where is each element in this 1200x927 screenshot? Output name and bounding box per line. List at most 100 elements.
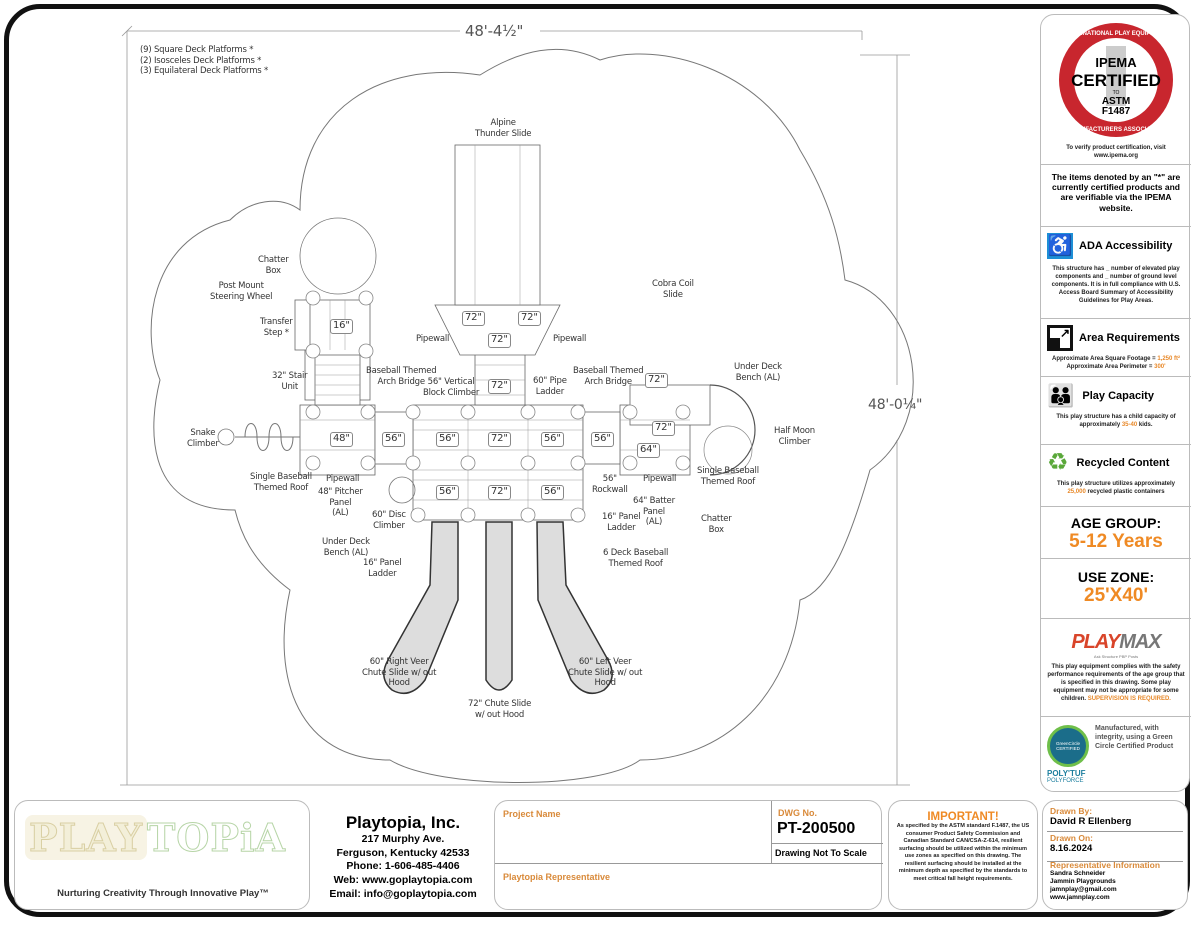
capacity-text: This play structure has a child capacity… (1056, 414, 1176, 429)
label-under-deck-bench-left: Under Deck Bench (AL) (322, 537, 370, 558)
svg-text:INTERNATIONAL PLAY EQUIPMENT: INTERNATIONAL PLAY EQUIPMENT (1065, 31, 1168, 37)
label-panel-ladder-left: 16" Panel Ladder (363, 558, 402, 579)
children-icon: 👪 (1047, 383, 1075, 408)
upper-hex-deck (434, 304, 561, 356)
info-sidebar: IPEMA CERTIFIED TO ASTM F1487 INTERNATIO… (1040, 14, 1191, 793)
representative-field[interactable] (503, 886, 873, 906)
recycled-suffix: recycled plastic containers (1085, 489, 1165, 496)
area-sqft-value: 1,250 ft² (1157, 356, 1180, 362)
main-deck (412, 404, 584, 521)
items-note-text: The items denoted by an "*" are currentl… (1051, 172, 1181, 213)
svg-text:TO: TO (1113, 90, 1120, 96)
important-title: IMPORTANT! (927, 811, 999, 823)
dwg-number: PT-200500 (777, 820, 856, 837)
label-disc-climber: 60" Disc Climber (372, 510, 406, 531)
deck-height-tag: 56" (436, 432, 459, 447)
deck-height-tag: 72" (518, 311, 541, 326)
svg-text:ASTM: ASTM (1102, 96, 1130, 107)
rep-info-website[interactable]: www.jamnplay.com (1050, 894, 1110, 902)
svg-text:F1487: F1487 (1102, 106, 1131, 117)
scale-note: Drawing Not To Scale (775, 848, 867, 858)
label-left-veer-slide: 60" Left Veer Chute Slide w/ out Hood (568, 657, 643, 689)
drawn-info-panel: Drawn By: David R Ellenberg Drawn On: 8.… (1042, 800, 1188, 910)
dwg-label: DWG No. (778, 808, 817, 818)
capacity-suffix: kids. (1137, 422, 1153, 429)
label-under-deck-bench-right: Under Deck Bench (AL) (734, 362, 782, 383)
label-snake-climber: Snake Climber (187, 428, 219, 449)
drawn-on-label: Drawn On: (1050, 833, 1093, 843)
deck-height-tag: 64" (637, 443, 660, 458)
label-chatter-box-right: Chatter Box (701, 514, 732, 535)
area-title: Area Requirements (1079, 332, 1180, 344)
label-pipewall-bottom-right: Pipewall (643, 474, 677, 484)
use-zone-section: USE ZONE: 25'X40' (1041, 559, 1191, 619)
half-moon-deck (629, 384, 711, 426)
deck-height-tag: 72" (488, 379, 511, 394)
deck-height-tag: 72" (652, 421, 675, 436)
label-right-veer-slide: 60" Right Veer Chute Slide w/ out Hood (362, 657, 437, 689)
rep-info-label: Representative Information (1050, 860, 1161, 870)
deck-height-tag: 56" (382, 432, 405, 447)
company-web[interactable]: Web: www.goplaytopia.com (333, 873, 473, 886)
label-chatter-box-top: Chatter Box (258, 255, 289, 276)
label-transfer-step: Transfer Step * (260, 317, 293, 338)
label-pipewall-bottom-left: Pipewall (326, 474, 360, 484)
representative-label: Playtopia Representative (503, 872, 611, 882)
top-dimension: 48'-4½" (465, 22, 524, 40)
label-half-moon: Half Moon Climber (774, 426, 815, 447)
left-veer-slide (536, 521, 613, 695)
company-phone: Phone: 1-606-485-4406 (346, 860, 460, 873)
certified-items-note: The items denoted by an "*" are currentl… (1041, 165, 1191, 227)
use-zone-outline (150, 48, 914, 783)
deck-height-tag: 48" (330, 432, 353, 447)
label-chute-72: 72" Chute Slide w/ out Hood (468, 699, 532, 720)
project-panel: Project Name DWG No. PT-200500 Drawing N… (494, 800, 883, 910)
label-cobra-coil: Cobra Coil Slide (652, 279, 694, 300)
area-perimeter-label: Approximate Area Perimeter = (1066, 364, 1155, 371)
drawn-by-value: David R Ellenberg (1050, 816, 1132, 827)
rep-info-company: Jammin Playgrounds (1050, 878, 1116, 886)
company-email[interactable]: Email: info@goplaytopia.com (329, 887, 477, 900)
capacity-section: 👪 Play Capacity This play structure has … (1041, 377, 1191, 445)
company-address1: 217 Murphy Ave. (361, 833, 445, 845)
right-veer-slide (383, 521, 459, 695)
ipema-section: IPEMA CERTIFIED TO ASTM F1487 INTERNATIO… (1041, 15, 1191, 165)
deck-height-tag: 56" (541, 432, 564, 447)
project-name-field[interactable] (503, 823, 763, 859)
label-alpine-slide: Alpine Thunder Slide (475, 118, 532, 139)
use-zone-label: USE ZONE: (1077, 569, 1155, 585)
straight-chute-slide (485, 521, 513, 691)
site-plan: 48'-4½" 48'-0¼" (9) Square Deck Platform… (120, 22, 922, 786)
tagline: Nurturing Creativity Through Innovative … (57, 888, 269, 899)
label-pipewall-right: Pipewall (553, 334, 587, 344)
drawn-by-label: Drawn By: (1050, 806, 1093, 816)
important-text: As specified by the ASTM standard F.1487… (896, 823, 1030, 882)
deck-height-tag: 72" (488, 485, 511, 500)
label-six-deck-roof: 6 Deck Baseball Themed Roof (603, 548, 669, 569)
deck-height-tag: 56" (541, 485, 564, 500)
area-sqft-label: Approximate Area Square Footage = (1052, 356, 1158, 362)
deck-posts (305, 290, 691, 523)
note-equilateral: (3) Equilateral Deck Platforms * (140, 66, 269, 77)
rep-info-email[interactable]: jamnplay@gmail.com (1050, 886, 1117, 894)
label-post-mount: Post Mount Steering Wheel (210, 281, 273, 302)
drawn-on-value: 8.16.2024 (1050, 843, 1093, 854)
chatter-box-circle (299, 217, 377, 295)
deck-height-tag: 72" (462, 311, 485, 326)
important-panel: IMPORTANT! As specified by the ASTM stan… (888, 800, 1038, 910)
green-circle-section: GreenCircle CERTIFIED POLY'TUF POLYFORCE… (1041, 717, 1191, 793)
use-zone-value: 25'X40' (1084, 585, 1148, 606)
area-expand-icon: ↗ (1047, 325, 1073, 351)
area-perimeter-value: 300' (1154, 364, 1166, 371)
age-group-value: 5-12 Years (1069, 531, 1163, 552)
area-section: ↗ Area Requirements Approximate Area Squ… (1041, 319, 1191, 377)
svg-text:IPEMA: IPEMA (1095, 55, 1137, 70)
supervision-required: SUPERVISION IS REQUIRED. (1087, 696, 1171, 703)
ada-section: ♿ ADA Accessibility This structure has _… (1041, 227, 1191, 319)
deck-height-tag: 72" (488, 432, 511, 447)
rep-info-name: Sandra Schneider (1050, 870, 1106, 877)
company-name: Playtopia, Inc. (345, 813, 461, 832)
label-pipe-ladder: 60" Pipe Ladder (533, 376, 567, 397)
